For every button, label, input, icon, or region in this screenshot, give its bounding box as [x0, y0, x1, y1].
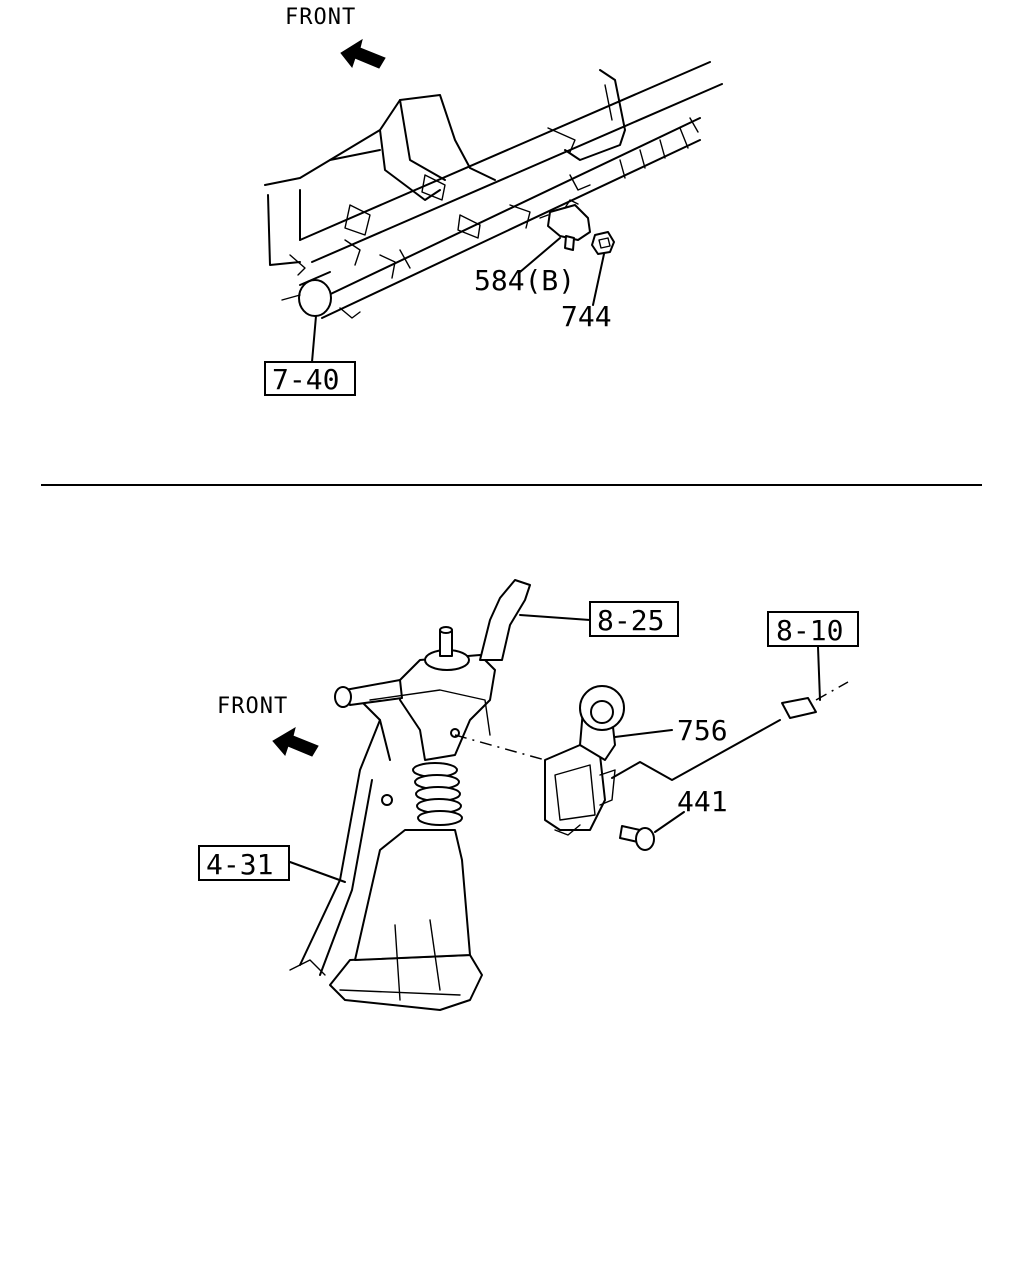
bottom-front-label: FRONT [217, 694, 288, 719]
part-744-clip-drawing [591, 231, 615, 255]
bellows-drawing [412, 762, 463, 826]
ref-box-8-10 [767, 611, 859, 647]
leader-7-40 [311, 315, 317, 363]
leader-744 [592, 253, 605, 306]
label-7-40: 7-40 [272, 363, 339, 396]
leader-8-25 [519, 614, 591, 621]
ref-box-4-31 [198, 845, 290, 881]
leader-8-10 [817, 646, 821, 701]
label-744: 744 [561, 300, 612, 333]
label-8-10: 8-10 [776, 614, 843, 647]
connector-drawing [781, 697, 817, 719]
alignment-dash [454, 734, 546, 761]
top-front-arrow-icon [340, 38, 386, 69]
label-4-31: 4-31 [206, 848, 273, 881]
bottom-front-arrow-icon [272, 726, 319, 757]
label-584b: 584(B) [474, 264, 575, 297]
connector-wire-dash [815, 681, 849, 701]
ref-box-8-25 [589, 601, 679, 637]
label-8-25: 8-25 [597, 604, 664, 637]
bottom-section: FRONT [198, 579, 859, 1011]
ref-box-7-40 [264, 361, 356, 396]
leader-connector-wire [611, 719, 781, 781]
leader-584b [519, 237, 561, 273]
leader-756 [614, 729, 673, 738]
label-756: 756 [677, 714, 728, 747]
top-front-label: FRONT [285, 5, 356, 30]
leader-4-31 [289, 861, 346, 883]
steering-column-drawing [289, 579, 531, 1011]
part-756-sensor-drawing [544, 685, 625, 836]
top-section: FRONT [264, 5, 723, 396]
part-441-bolt-drawing [619, 825, 655, 851]
cross-car-beam-drawing [264, 61, 723, 319]
label-441: 441 [677, 785, 728, 818]
part-584b-sensor-drawing [539, 199, 591, 251]
leader-441 [654, 811, 685, 833]
